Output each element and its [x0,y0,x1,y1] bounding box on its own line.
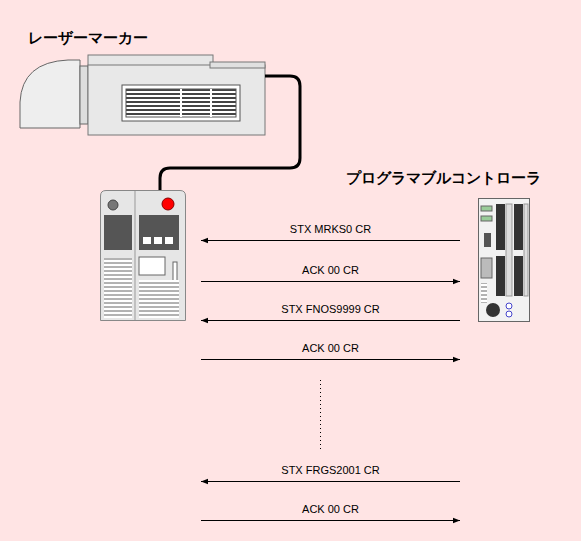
controller-body [101,191,186,321]
message-arrow [201,359,460,360]
message-arrow [201,320,460,321]
plc-module [524,204,528,296]
plc-indicator [506,311,512,317]
controller-lamp [162,198,174,210]
plc-connector [486,303,500,317]
cable [160,76,300,191]
laser-head-dome [20,60,80,128]
message-arrow [201,240,460,241]
message-arrow [201,520,460,521]
programmable-controller: プログラマブルコントローラ [478,198,530,322]
plc-led [481,216,492,221]
plc-terminal [496,256,505,296]
controller-knob [108,200,118,210]
controller-slot [173,262,177,282]
controller-vent [104,258,132,318]
device-heading: プログラマブルコントローラ [346,169,541,188]
device-heading: レーザーマーカー [28,29,148,48]
plc-terminal [514,204,523,250]
continuation-dots [320,380,321,450]
message-label: ACK 00 CR [302,264,359,276]
message-label: ACK 00 CR [302,503,359,515]
plc-terminal [496,204,505,250]
message-label: STX FNOS9999 CR [281,303,379,315]
grille-divider [210,89,212,117]
laser-head-vents [126,89,236,117]
controller-display [139,257,165,275]
plc-port [484,233,491,247]
grille-divider [180,89,182,117]
message-arrow [201,281,460,282]
message-label: STX MRKS0 CR [290,223,371,235]
plc-vent [481,283,487,303]
controller-button [154,237,162,244]
laser-marker-controller: レーザーマーカー [100,190,186,321]
plc-terminal [514,256,523,296]
message-arrow [201,481,460,482]
controller-panel [104,215,132,250]
laser-head-body [88,65,265,135]
controller-button [143,237,151,244]
controller-panel [139,215,179,250]
plc-module [506,204,512,296]
controller-vent [139,280,179,318]
plc-module [481,258,492,278]
controller-button [165,237,173,244]
laser-head-step [210,62,265,68]
message-label: ACK 00 CR [302,342,359,354]
laser-head-grille [122,85,240,121]
plc-indicator [506,303,512,309]
controller-divider [135,191,136,320]
laser-head-neck [80,66,88,124]
plc-led [481,206,492,211]
plc-body [479,199,530,322]
message-label: STX FRGS2001 CR [281,464,379,476]
